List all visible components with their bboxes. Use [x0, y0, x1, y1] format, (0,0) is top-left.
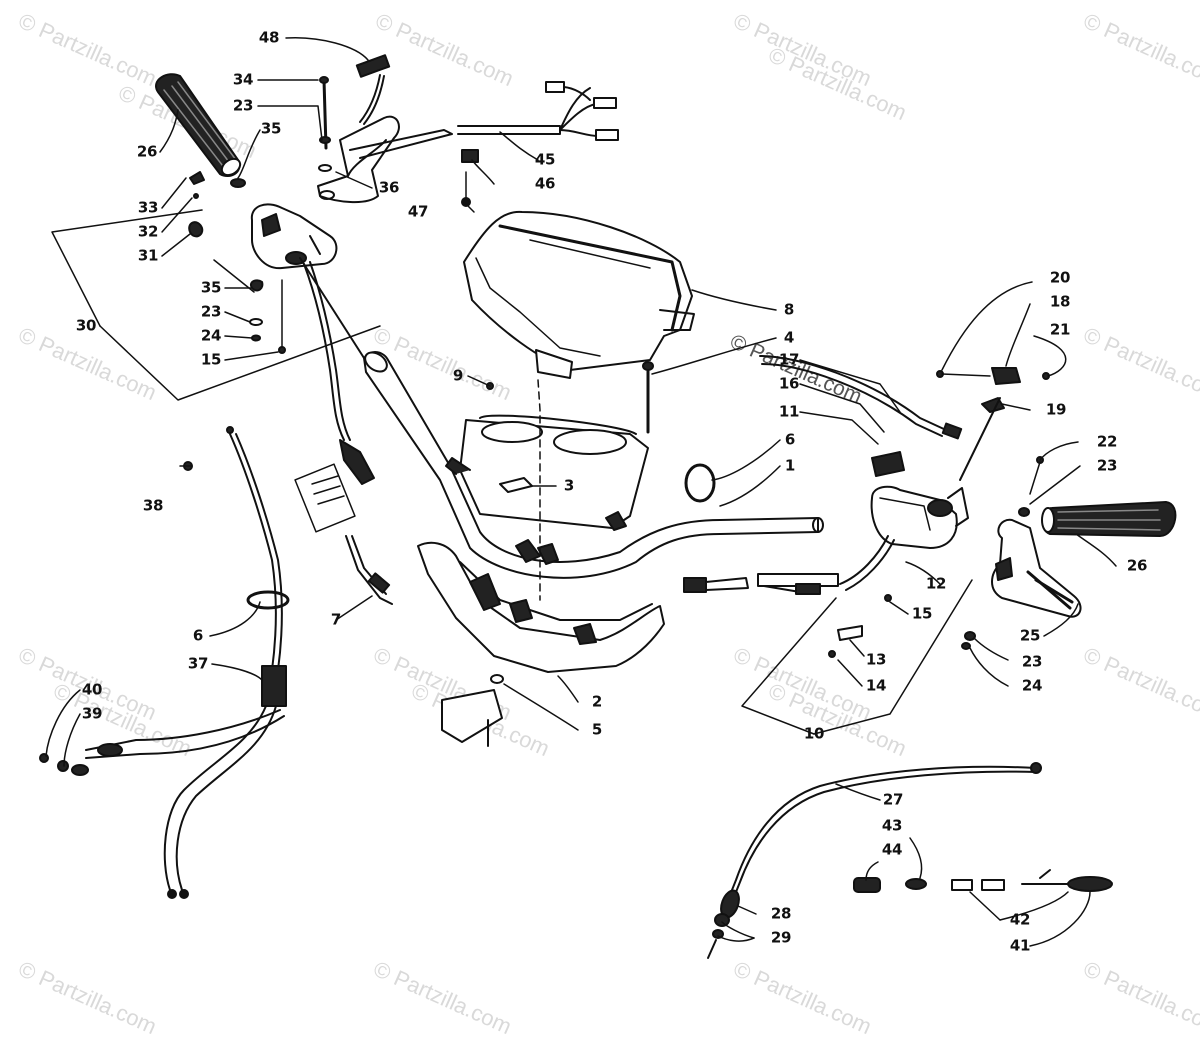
- handlebar: [299, 257, 824, 579]
- callout-6-b: 6: [192, 626, 204, 645]
- callout-15: 15: [200, 350, 222, 369]
- callout-44: 44: [881, 840, 903, 859]
- callout-19: 19: [1045, 400, 1067, 419]
- cover: [463, 210, 695, 379]
- callout-45: 45: [534, 150, 556, 169]
- right-brake-lever: [991, 518, 1082, 618]
- callout-14: 14: [865, 676, 887, 695]
- parts-drawing: [39, 37, 1177, 959]
- callout-11: 11: [778, 402, 800, 421]
- callout-12: 12: [925, 574, 947, 593]
- switch-cable: [303, 261, 375, 485]
- callout-43: 43: [881, 816, 903, 835]
- callout-23: 23: [232, 96, 254, 115]
- callout-5: 5: [591, 720, 603, 739]
- right-grip: [1041, 501, 1177, 537]
- right-connectors: [683, 573, 839, 595]
- callout-1: 1: [784, 456, 796, 475]
- washer-5: [441, 674, 504, 747]
- callout-32: 32: [137, 222, 159, 241]
- callout-4: 4: [783, 328, 795, 347]
- callout-36: 36: [378, 178, 400, 197]
- callout-46: 46: [534, 174, 556, 193]
- callout-35: 35: [260, 119, 282, 138]
- callout-47: 47: [407, 202, 429, 221]
- callout-42: 42: [1009, 910, 1031, 929]
- callout-13: 13: [865, 650, 887, 669]
- callout-37: 37: [187, 654, 209, 673]
- ring-6-right: [684, 463, 716, 503]
- callout-25: 25: [1019, 626, 1041, 645]
- callout-26-b: 26: [1126, 556, 1148, 575]
- callout-28: 28: [770, 904, 792, 923]
- callout-23-d: 23: [1021, 652, 1043, 671]
- callout-20: 20: [1049, 268, 1071, 287]
- callout-33: 33: [137, 198, 159, 217]
- parts-diagram: © Partzilla.com © Partzilla.com © Partzi…: [15, 8, 1200, 1039]
- right-bracket-parts: [936, 367, 1050, 481]
- screw-47: [461, 171, 471, 207]
- callout-15-b: 15: [911, 604, 933, 623]
- decal-7: [294, 463, 393, 605]
- lower-bracket: [417, 541, 665, 673]
- light-wire: [853, 869, 1113, 893]
- callout-9: 9: [452, 366, 464, 385]
- callout-30: 30: [75, 316, 97, 335]
- callout-34: 34: [232, 70, 254, 89]
- callout-41: 41: [1009, 936, 1031, 955]
- callout-38: 38: [142, 496, 164, 515]
- callout-17: 17: [778, 350, 800, 369]
- callout-22: 22: [1096, 432, 1118, 451]
- callout-10: 10: [803, 724, 825, 743]
- callout-16: 16: [778, 374, 800, 393]
- callout-23-b: 23: [200, 302, 222, 321]
- left-switch-housing: [188, 171, 338, 270]
- callout-26: 26: [136, 142, 158, 161]
- clip-46: [461, 149, 479, 163]
- ring-6-left: [246, 590, 290, 610]
- callout-6: 6: [784, 430, 796, 449]
- callout-24-b: 24: [1021, 676, 1043, 695]
- callout-29: 29: [770, 928, 792, 947]
- leader-lines: [45, 37, 1117, 947]
- throttle-cable: [39, 426, 287, 899]
- right-switch-housing: [839, 451, 969, 591]
- callout-8: 8: [783, 300, 795, 319]
- callout-31: 31: [137, 246, 159, 265]
- callout-39: 39: [81, 704, 103, 723]
- fasteners-left: [249, 279, 286, 354]
- brake-cable: [707, 762, 1042, 959]
- callout-7: 7: [330, 610, 342, 629]
- callout-18: 18: [1049, 292, 1071, 311]
- callout-2: 2: [591, 692, 603, 711]
- left-grip: [155, 73, 242, 178]
- left-switch-bracket: [317, 54, 453, 203]
- throttle-lever-cable: [759, 355, 963, 440]
- callout-21: 21: [1049, 320, 1071, 339]
- callout-35-b: 35: [200, 278, 222, 297]
- callout-3: 3: [563, 476, 575, 495]
- callout-27: 27: [882, 790, 904, 809]
- fasteners-right: [828, 456, 1044, 658]
- callout-24: 24: [200, 326, 222, 345]
- callout-23-c: 23: [1096, 456, 1118, 475]
- wire-harness: [457, 81, 619, 141]
- bolt-4: [642, 361, 654, 434]
- callout-48: 48: [258, 28, 280, 47]
- callout-40: 40: [81, 680, 103, 699]
- instrument-pod: [445, 414, 649, 531]
